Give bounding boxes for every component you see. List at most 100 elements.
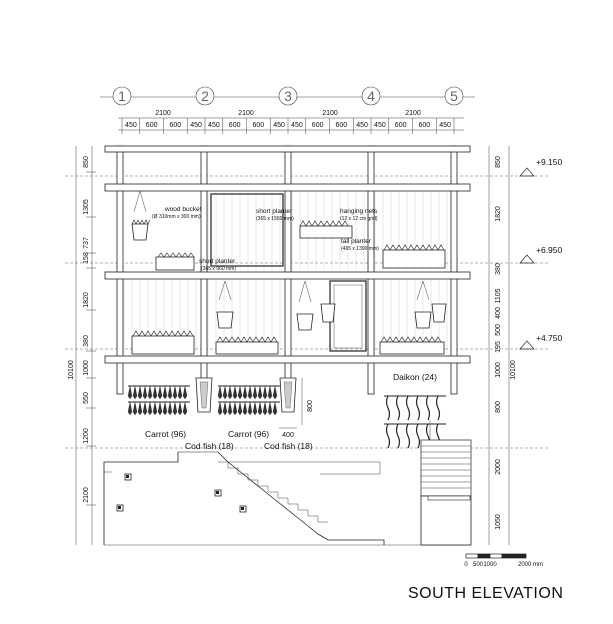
level-marker-9150: +9.150 bbox=[519, 157, 563, 177]
carrot-icon bbox=[162, 401, 168, 416]
left-dim: 1000 bbox=[83, 360, 90, 376]
carrot-icon bbox=[232, 385, 238, 400]
carrot-icon bbox=[157, 385, 163, 400]
carrot-label-1: Carrot (96) bbox=[145, 429, 186, 439]
right-dim: 1000 bbox=[495, 362, 502, 378]
carrot-label-2: Carrot (96) bbox=[228, 429, 269, 439]
carrot-icon bbox=[132, 385, 138, 400]
left-dimensions: 10100 8501305737158182038010005501200210… bbox=[68, 146, 96, 545]
carrot-icon bbox=[177, 401, 183, 416]
drawing-title: SOUTH ELEVATION bbox=[408, 585, 563, 602]
left-dim: 2100 bbox=[83, 487, 90, 503]
dim-400: 400 bbox=[282, 432, 294, 439]
sub-dim: 600 bbox=[253, 122, 265, 129]
sub-dim: 450 bbox=[190, 122, 202, 129]
carrot-icon bbox=[217, 401, 223, 416]
grid-axes: 1 2 3 4 5 bbox=[100, 86, 475, 106]
carrot-icon bbox=[242, 401, 248, 416]
bay-dim: 2100 bbox=[405, 110, 421, 117]
carrot-icon bbox=[252, 385, 258, 400]
carrot-icon bbox=[137, 385, 143, 400]
carrot-icon bbox=[167, 401, 173, 416]
tall-planter-size: (465 x 1390 mm) bbox=[341, 246, 379, 252]
carrot-icon bbox=[182, 385, 188, 400]
carrot-icon bbox=[127, 385, 133, 400]
sub-dim: 450 bbox=[439, 122, 451, 129]
daikon-icon bbox=[415, 395, 421, 421]
carrot-icon bbox=[257, 401, 263, 416]
carrot-icon bbox=[227, 385, 233, 400]
sub-dim: 600 bbox=[170, 122, 182, 129]
short-planter-mid-label: short planter bbox=[199, 258, 236, 265]
wood-bucket-label: wood bucket bbox=[164, 206, 202, 213]
sub-dim: 450 bbox=[208, 122, 220, 129]
right-total-dim: 10100 bbox=[510, 360, 517, 380]
carrot-icon bbox=[132, 401, 138, 416]
hanging-buckets-second-floor bbox=[216, 280, 447, 331]
sub-dim: 600 bbox=[395, 122, 407, 129]
daikon-icon bbox=[415, 423, 421, 449]
grid-axis-5: 5 bbox=[444, 86, 464, 106]
carrot-icon bbox=[272, 401, 278, 416]
carrot-icon bbox=[147, 385, 153, 400]
right-dimensions: 10100 8501820380110540050019510008002000… bbox=[488, 146, 517, 545]
wood-bucket-top bbox=[131, 190, 151, 241]
carrot-icon bbox=[232, 401, 238, 416]
carrot-icon bbox=[262, 401, 268, 416]
left-dim: 158 bbox=[83, 252, 90, 264]
carrot-icon bbox=[247, 401, 253, 416]
tall-planter-label: tall planter bbox=[341, 238, 372, 245]
grid-axis-label: 5 bbox=[450, 88, 458, 104]
short-planter-mid-size: (365 x 960 mm) bbox=[201, 266, 236, 272]
carrot-icon bbox=[167, 385, 173, 400]
daikon-icon bbox=[395, 423, 401, 449]
carrot-icon bbox=[177, 385, 183, 400]
carrot-icon bbox=[227, 401, 233, 416]
daikon-icon bbox=[395, 395, 401, 421]
cod-fish-1 bbox=[195, 377, 213, 413]
sub-dim: 450 bbox=[356, 122, 368, 129]
carrot-icon bbox=[172, 401, 178, 416]
left-dim: 850 bbox=[83, 156, 90, 168]
carrot-icon bbox=[237, 401, 243, 416]
carrot-icon bbox=[247, 385, 253, 400]
cod-fish-2 bbox=[279, 377, 297, 413]
left-dim: 1820 bbox=[83, 292, 90, 308]
annotations: wood bucket (Ø 310mm x 300 mm) short pla… bbox=[145, 206, 437, 451]
right-dim: 800 bbox=[495, 401, 502, 413]
grid-axis-1: 1 bbox=[112, 86, 132, 106]
right-dim: 380 bbox=[495, 263, 502, 275]
left-dim: 550 bbox=[83, 392, 90, 404]
grid-axis-label: 3 bbox=[284, 88, 292, 104]
short-planter-top-size: (365 x 1560 mm) bbox=[256, 216, 294, 222]
dim-800: 800 bbox=[307, 400, 314, 412]
level-marker-4750: +4.750 bbox=[519, 333, 563, 350]
carrot-icon bbox=[222, 401, 228, 416]
grid-axis-label: 4 bbox=[367, 88, 375, 104]
planters-second-floor bbox=[131, 330, 445, 355]
carrot-icon bbox=[252, 401, 258, 416]
daikon-icon bbox=[385, 423, 391, 449]
drying-racks bbox=[127, 377, 446, 449]
left-dim: 737 bbox=[83, 237, 90, 249]
grid-axis-label: 2 bbox=[201, 88, 209, 104]
right-dim: 1105 bbox=[495, 288, 502, 303]
left-total-dim: 10100 bbox=[68, 360, 75, 380]
sub-dim: 600 bbox=[312, 122, 324, 129]
carrot-icon bbox=[267, 401, 273, 416]
sub-dim: 450 bbox=[125, 122, 137, 129]
daikon-icon bbox=[405, 395, 411, 421]
scale-bar: 0 500 1000 2000 mm bbox=[464, 553, 543, 568]
left-dim: 1305 bbox=[83, 199, 90, 215]
grid-axis-2: 2 bbox=[195, 86, 215, 106]
right-dim: 500 bbox=[495, 324, 502, 336]
cod-fish-label-1: Cod fish (18) bbox=[185, 441, 234, 451]
sub-dim: 600 bbox=[336, 122, 348, 129]
short-planter-top bbox=[299, 220, 353, 239]
sub-dim: 600 bbox=[229, 122, 241, 129]
carrot-icon bbox=[137, 401, 143, 416]
sub-dim: 600 bbox=[146, 122, 158, 129]
carrot-icon bbox=[147, 401, 153, 416]
wood-bucket-size: (Ø 310mm x 300 mm) bbox=[152, 214, 201, 220]
